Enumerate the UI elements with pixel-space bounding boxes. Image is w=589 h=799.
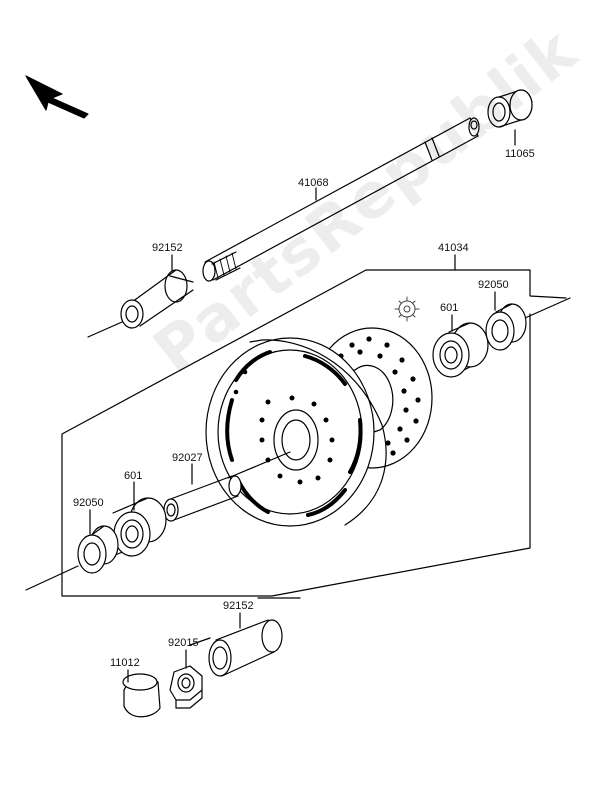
label-92027[interactable]: 92027 [172,452,203,464]
direction-arrow-icon [25,75,89,119]
label-92152-lower[interactable]: 92152 [223,600,254,612]
seal-92050-upper[interactable] [485,303,527,351]
axle-41068[interactable] [202,117,480,282]
label-92050-lower[interactable]: 92050 [73,497,104,509]
bearing-601-upper[interactable] [432,322,489,378]
label-92152-upper[interactable]: 92152 [152,242,183,254]
gear-icon [394,296,420,322]
spacer-92027[interactable] [163,475,242,522]
hub-assembly-frame [61,269,567,597]
label-92015[interactable]: 92015 [168,637,199,649]
label-11012[interactable]: 11012 [110,657,140,669]
cap-11012[interactable] [122,673,161,718]
collar-92152-upper[interactable] [120,269,194,329]
collar-92152-lower[interactable] [208,597,301,677]
seal-92050-lower[interactable] [77,525,119,574]
axis-line-upper-right [524,297,571,319]
axis-line-center [227,451,291,479]
label-601-upper[interactable]: 601 [440,302,459,314]
axis-line-upper-left [87,321,123,338]
label-11065[interactable]: 11065 [505,148,535,160]
label-92050-upper[interactable]: 92050 [478,279,509,291]
wheel-hub-41034[interactable] [205,327,433,527]
label-41034[interactable]: 41034 [438,242,469,254]
bearing-601-lower[interactable] [112,497,167,557]
spacer-11065[interactable] [487,89,533,128]
label-41068[interactable]: 41068 [298,177,329,189]
label-601-lower[interactable]: 601 [124,470,143,482]
nut-92015[interactable] [169,665,203,709]
axis-line-lower-left [25,565,79,591]
axis-line-lower [189,637,211,646]
